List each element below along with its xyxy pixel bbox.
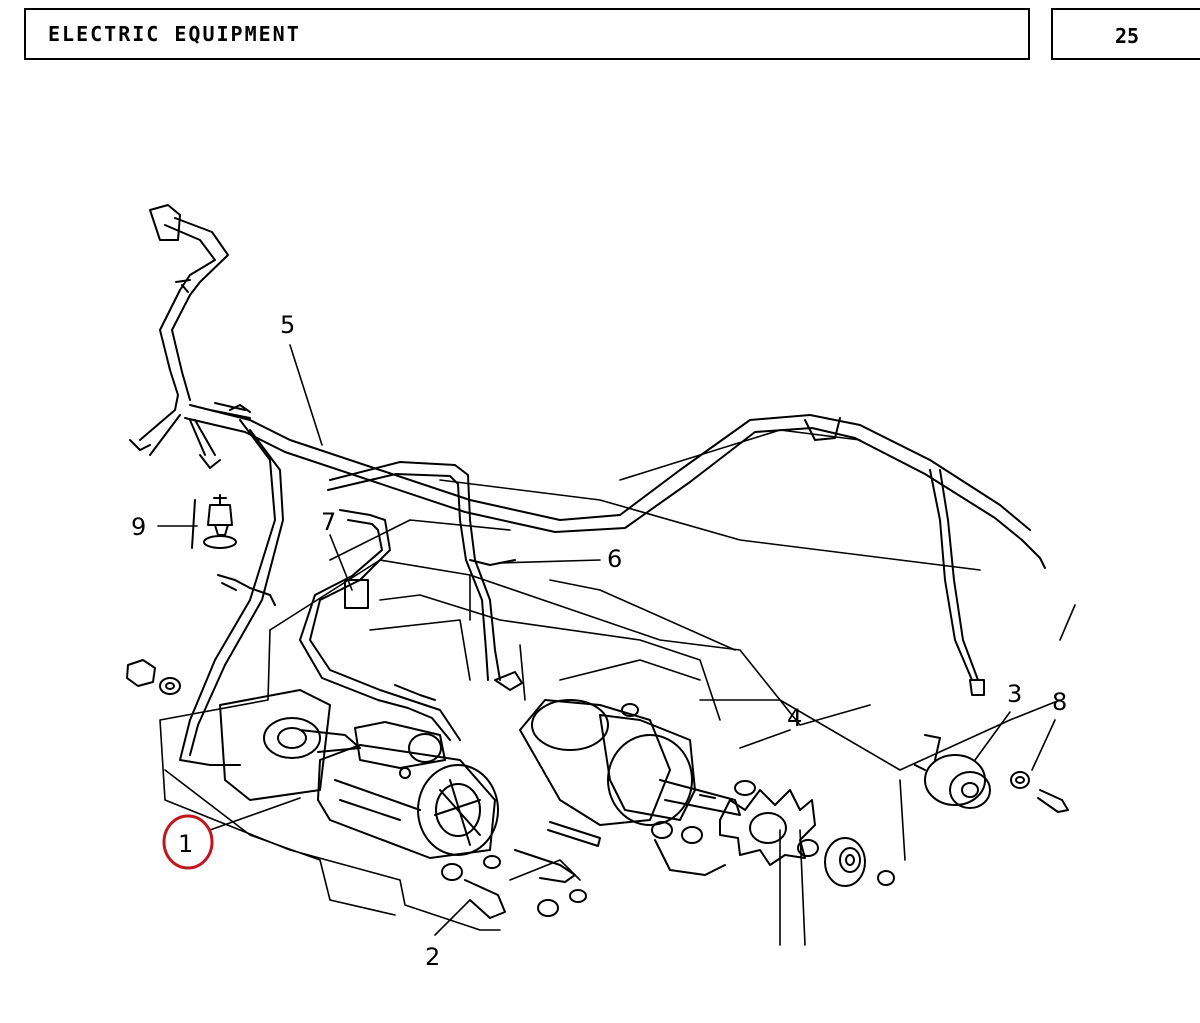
leader-lines <box>157 344 1056 936</box>
page-title: ELECTRIC EQUIPMENT <box>48 22 301 46</box>
nut-washer-left <box>126 659 181 695</box>
header-title-box: ELECTRIC EQUIPMENT <box>24 8 1030 60</box>
engine-block <box>159 429 1076 946</box>
callout-label-1: 1 <box>178 830 193 858</box>
mounting-bolts <box>441 821 601 919</box>
regulator-part-3 <box>914 734 991 809</box>
sensor-part-9 <box>191 494 237 549</box>
callout-label-8: 8 <box>1052 688 1067 716</box>
wiring-harness <box>129 204 1046 766</box>
callout-label-9: 9 <box>131 513 146 541</box>
pulley <box>824 837 895 887</box>
starter-motor <box>219 689 499 859</box>
alternator <box>519 699 741 876</box>
callout-1-highlight <box>162 814 214 870</box>
clip-part <box>217 574 276 606</box>
bolt-washer-8 <box>1010 771 1069 813</box>
callout-label-7: 7 <box>321 508 336 536</box>
page-number-box: 25 <box>1051 8 1200 60</box>
callout-label-5: 5 <box>280 311 295 339</box>
callout-label-6: 6 <box>607 545 622 573</box>
callout-label-2: 2 <box>425 943 440 971</box>
page-number: 25 <box>1115 24 1140 48</box>
callout-label-3: 3 <box>1007 680 1022 708</box>
alternator-fan <box>719 780 819 866</box>
callout-label-4: 4 <box>787 704 802 732</box>
